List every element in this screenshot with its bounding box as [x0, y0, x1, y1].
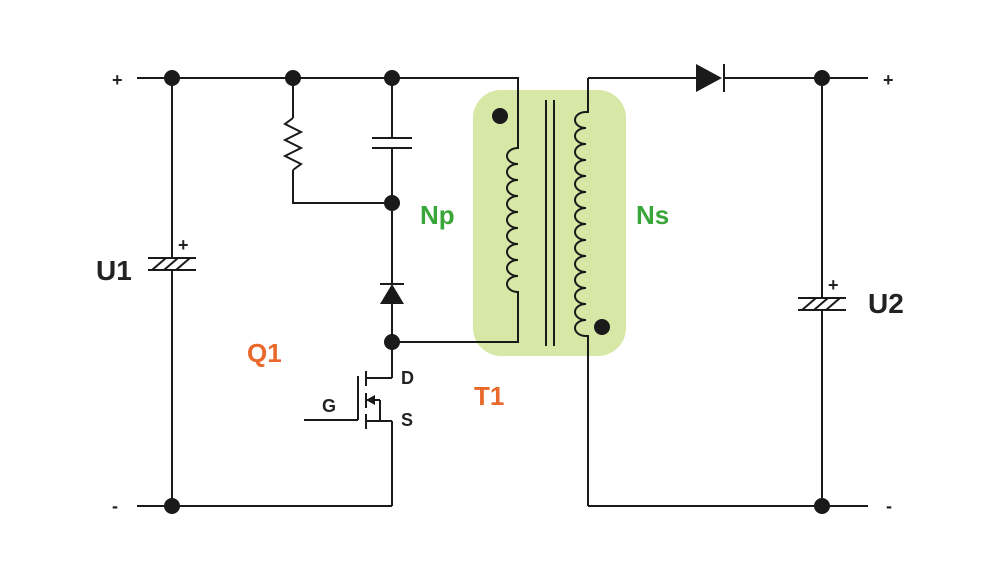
- source-pin-label: S: [401, 410, 413, 430]
- resistor-wire: [292, 78, 392, 204]
- q1-label: Q1: [247, 338, 282, 368]
- secondary-polarity-dot: [594, 319, 610, 335]
- q1-mosfet: [304, 371, 392, 429]
- drain-pin-label: D: [401, 368, 414, 388]
- u1-polarity-label: +: [178, 235, 189, 255]
- u1-capacitor-symbol: [148, 257, 196, 278]
- t1-label: T1: [474, 381, 504, 411]
- primary-polarity-dot: [492, 108, 508, 124]
- top-rail-input: [137, 77, 519, 132]
- u2-label: U2: [868, 288, 904, 319]
- secondary-winding: [574, 78, 589, 506]
- output-minus-label: -: [886, 496, 892, 516]
- input-plus-label: +: [112, 70, 123, 90]
- gate-pin-label: G: [322, 396, 336, 416]
- snubber-resistor: [282, 117, 304, 171]
- clamp-diode: [380, 283, 404, 304]
- primary-winding-label: Np: [420, 200, 455, 230]
- u2-polarity-label: +: [828, 275, 839, 295]
- output-diode: [696, 64, 725, 92]
- transformer-highlight: [473, 90, 626, 356]
- u1-label: U1: [96, 255, 132, 286]
- output-plus-label: +: [883, 70, 894, 90]
- primary-winding: [506, 132, 519, 312]
- transformer-core: [545, 100, 555, 346]
- u2-capacitor-symbol: [798, 297, 846, 311]
- junction-dots: [164, 70, 830, 514]
- secondary-winding-label: Ns: [636, 200, 669, 230]
- snubber-capacitor: [372, 137, 412, 149]
- input-minus-label: -: [112, 496, 118, 516]
